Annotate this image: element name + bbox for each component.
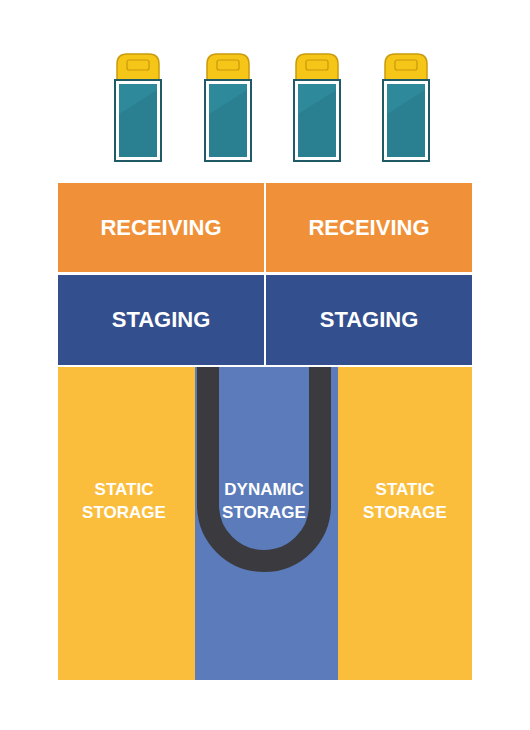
area-label: STAGING (112, 305, 211, 335)
truck-icon (205, 54, 251, 161)
dynamic-storage-area: DYNAMIC STORAGE (190, 367, 338, 680)
truck-trailer (387, 84, 425, 157)
truck-trailer (209, 84, 247, 157)
truck-icon (294, 54, 340, 161)
area-label: DYNAMIC STORAGE (208, 479, 320, 525)
truck-cab (207, 54, 249, 82)
truck-window (217, 60, 239, 70)
edge-guide (192, 367, 193, 680)
static-storage-area: STATIC STORAGE (58, 367, 190, 680)
truck-icon (383, 54, 429, 161)
staging-area: STAGING (266, 275, 472, 365)
area-label: STATIC STORAGE (349, 479, 461, 525)
staging-area: STAGING (58, 275, 264, 365)
truck-trailer-frame (205, 80, 251, 161)
truck-trailer-frame (294, 80, 340, 161)
truck-shade (209, 90, 247, 157)
truck-trailer-frame (383, 80, 429, 161)
truck-cab (296, 54, 338, 82)
truck-window (127, 60, 149, 70)
truck-trailer (119, 84, 157, 157)
area-label: RECEIVING (308, 213, 429, 243)
truck-shade (298, 90, 336, 157)
receiving-area: RECEIVING (266, 183, 472, 272)
truck-cab (385, 54, 427, 82)
area-label: RECEIVING (100, 213, 221, 243)
truck-shade (387, 90, 425, 157)
truck-cab (117, 54, 159, 82)
truck-window (306, 60, 328, 70)
area-label: STATIC STORAGE (68, 479, 180, 525)
truck-icon (115, 54, 161, 161)
truck-window (395, 60, 417, 70)
static-edge (190, 367, 195, 680)
static-storage-area: STATIC STORAGE (338, 367, 472, 680)
truck-trailer-frame (115, 80, 161, 161)
receiving-area: RECEIVING (58, 183, 264, 272)
truck-trailer (298, 84, 336, 157)
conveyor-path (208, 367, 320, 561)
truck-shade (119, 90, 157, 157)
conveyor-loop (190, 367, 338, 680)
area-label: STAGING (320, 305, 419, 335)
